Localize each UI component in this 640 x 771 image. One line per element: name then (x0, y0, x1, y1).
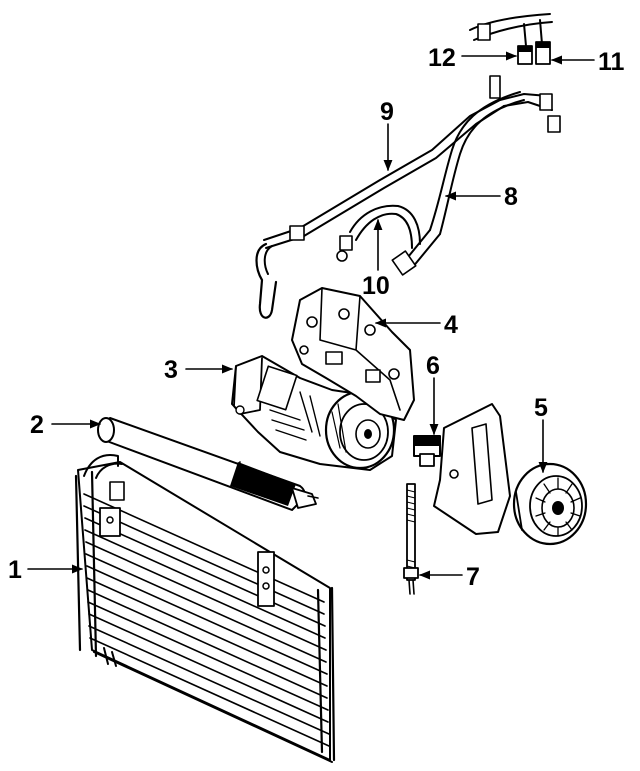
receiver-drier-drawing (97, 417, 319, 511)
callout-5: 5 (534, 394, 548, 422)
idler-bracket-drawing (433, 403, 511, 535)
condenser-drawing (74, 454, 336, 763)
callout-1: 1 (8, 556, 22, 584)
callout-6: 6 (426, 352, 440, 380)
compressor-bracket-drawing (291, 287, 415, 421)
stud-bolt-drawing (403, 483, 419, 595)
pressure-switch-6-drawing (413, 435, 441, 467)
callout-10: 10 (362, 272, 390, 300)
callout-8: 8 (504, 183, 518, 211)
callout-7: 7 (466, 563, 480, 591)
callout-12: 12 (428, 44, 456, 72)
refrigerant-lines-drawing (255, 75, 561, 319)
callout-4: 4 (444, 311, 458, 339)
callout-2: 2 (30, 411, 44, 439)
callout-11: 11 (598, 48, 625, 76)
callout-3: 3 (164, 356, 178, 384)
callout-9: 9 (380, 98, 394, 126)
compressor-drawing (231, 355, 397, 471)
idler-pulley-drawing (512, 462, 588, 546)
pressure-switches-11-12-drawing (469, 13, 553, 65)
